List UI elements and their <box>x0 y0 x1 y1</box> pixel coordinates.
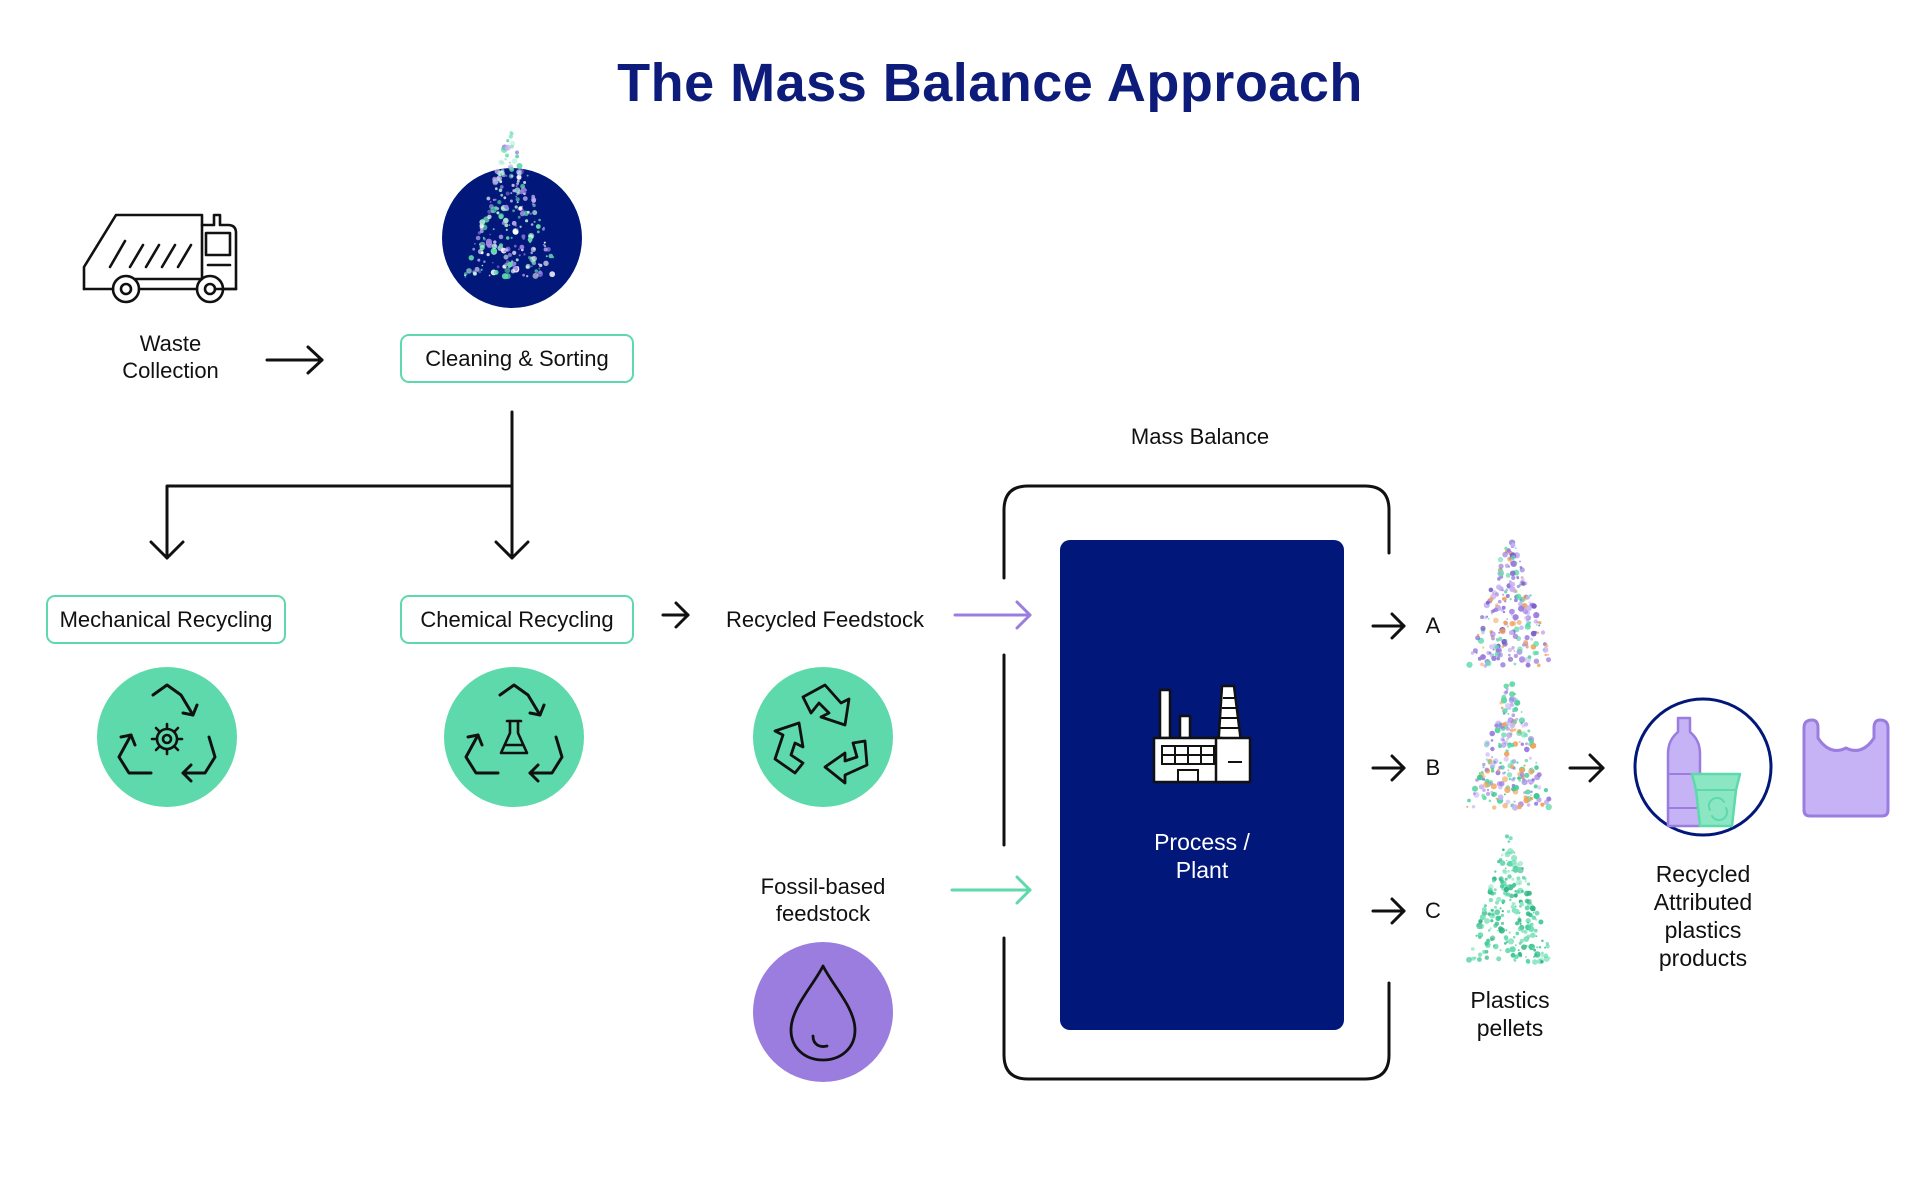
recycle-flask-icon <box>444 667 584 807</box>
mechanical-recycling-box: Mechanical Recycling <box>46 595 286 644</box>
fossil-feedstock-label: Fossil-based feedstock <box>760 874 886 926</box>
mass-balance-label: Mass Balance <box>1130 424 1270 449</box>
plastics-pellets-label: Plastics pellets <box>1470 987 1550 1041</box>
recycle-gear-icon <box>97 667 237 807</box>
output-c-label: C <box>1425 898 1441 923</box>
factory-icon <box>1152 684 1252 784</box>
recycled-products-label: Recycled Attributed plastics products <box>1653 861 1753 971</box>
process-plant-box <box>1060 540 1344 1030</box>
oil-drop-icon <box>753 942 893 1082</box>
arrow-to-a <box>1371 612 1406 640</box>
plastic-bag-icon <box>1802 718 1890 818</box>
pellet-pile-a <box>1466 539 1551 668</box>
output-a-label: A <box>1425 613 1441 638</box>
arrow-to-products <box>1568 753 1605 783</box>
arrow-to-c <box>1371 897 1406 925</box>
recycled-feedstock-label: Recycled Feedstock <box>725 607 925 632</box>
pellet-pile-b <box>1466 681 1552 811</box>
arrow-fossil-feed <box>950 875 1032 905</box>
recycle-arrows-icon <box>753 667 893 807</box>
bottle-cup-icon <box>1633 697 1773 837</box>
arrow-recycled-feed <box>953 600 1032 630</box>
waste-collection-label: Waste Collection <box>122 331 219 383</box>
arrow-cleaning-split <box>149 410 530 560</box>
cleaning-sorting-box: Cleaning & Sorting <box>400 334 634 383</box>
output-b-label: B <box>1425 755 1441 780</box>
particle-sphere-icon <box>442 130 582 308</box>
pellet-pile-c <box>1466 834 1551 965</box>
diagram-title: The Mass Balance Approach <box>617 53 1363 113</box>
process-plant-label: Process / Plant <box>1154 829 1250 883</box>
arrow-chemical-to-feedstock <box>661 601 690 629</box>
garbage-truck-icon <box>82 213 238 304</box>
arrow-to-b <box>1371 754 1406 782</box>
arrow-waste-to-cleaning <box>265 345 324 375</box>
chemical-recycling-box: Chemical Recycling <box>400 595 634 644</box>
mass-balance-frame <box>1002 484 1391 1081</box>
